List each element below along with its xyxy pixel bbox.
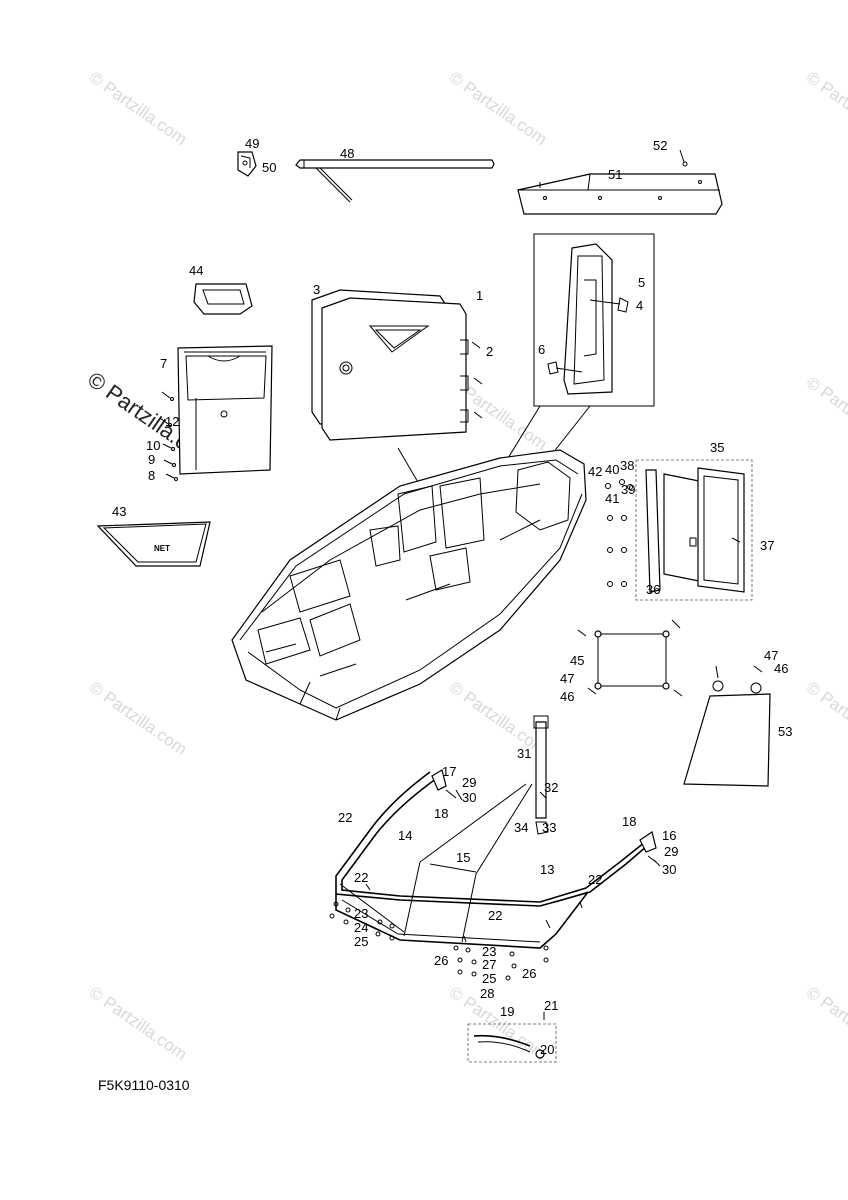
callout-26: 26 — [522, 966, 536, 981]
part-clip-49[interactable] — [237, 151, 257, 177]
callout-12: 12 — [165, 414, 179, 429]
callout-39: 39 — [621, 482, 635, 497]
part-fasteners-8-12[interactable] — [159, 391, 178, 481]
callout-25: 25 — [482, 971, 496, 986]
part-hatch-assembly-35[interactable] — [605, 459, 753, 601]
callout-18: 18 — [434, 806, 448, 821]
watermark: © Partzilla.com — [446, 68, 551, 149]
callout-48: 48 — [340, 146, 354, 161]
callout-labels: 49 50 48 52 51 44 3 1 2 5 4 6 7 12 10 9 … — [112, 136, 792, 1057]
callout-52: 52 — [653, 138, 667, 153]
callout-46: 46 — [560, 689, 574, 704]
callout-51: 51 — [608, 167, 622, 182]
callout-2: 2 — [486, 344, 493, 359]
callout-50: 50 — [262, 160, 276, 175]
boat-hull — [231, 449, 587, 721]
watermark: © Partzilla.com — [446, 678, 551, 759]
callout-42: 42 — [588, 464, 602, 479]
part-locker-door-1[interactable] — [311, 289, 483, 441]
callout-22: 22 — [354, 870, 368, 885]
callout-27: 27 — [482, 957, 496, 972]
watermark: © Partzilla.com — [803, 983, 848, 1064]
callout-1: 1 — [476, 288, 483, 303]
callout-22: 22 — [488, 908, 502, 923]
callout-22: 22 — [338, 810, 352, 825]
part-storage-bin-7[interactable] — [177, 345, 273, 475]
callout-41: 41 — [605, 491, 619, 506]
part-trim-19[interactable] — [467, 1012, 557, 1063]
callout-53: 53 — [778, 724, 792, 739]
callout-40: 40 — [605, 462, 619, 477]
callout-8: 8 — [148, 468, 155, 483]
callout-9: 9 — [148, 452, 155, 467]
callout-22: 22 — [588, 872, 602, 887]
callout-24: 24 — [354, 920, 368, 935]
part-panel-51[interactable] — [517, 149, 723, 215]
part-windshield-frame[interactable] — [335, 769, 661, 949]
watermark: © Partzilla.com — [446, 983, 551, 1064]
callout-13: 13 — [540, 862, 554, 877]
callout-47: 47 — [560, 671, 574, 686]
callout-35: 35 — [710, 440, 724, 455]
callout-45: 45 — [570, 653, 584, 668]
callout-32: 32 — [544, 780, 558, 795]
diagram-code: F5K9110-0310 — [98, 1077, 190, 1093]
part-rod-48[interactable] — [295, 159, 495, 203]
detail-inset-4-6 — [533, 233, 655, 407]
callout-46: 46 — [774, 661, 788, 676]
callout-25: 25 — [354, 934, 368, 949]
callout-26: 26 — [434, 953, 448, 968]
callout-38: 38 — [620, 458, 634, 473]
callout-29: 29 — [664, 844, 678, 859]
callout-49: 49 — [245, 136, 259, 151]
callout-4: 4 — [636, 298, 643, 313]
callout-23: 23 — [354, 906, 368, 921]
callout-34: 34 — [514, 820, 528, 835]
callout-20: 20 — [540, 1042, 554, 1057]
callout-23: 23 — [482, 944, 496, 959]
callout-30: 30 — [462, 790, 476, 805]
callout-21: 21 — [544, 998, 558, 1013]
part-tray-44[interactable] — [193, 283, 253, 315]
callout-15: 15 — [456, 850, 470, 865]
watermark: © Partzilla.com — [803, 678, 848, 759]
part-net-43[interactable]: NET — [96, 521, 211, 567]
watermark: © Partzilla.com — [86, 983, 191, 1064]
callout-30: 30 — [662, 862, 676, 877]
part-cover-45[interactable] — [577, 619, 763, 697]
callout-28: 28 — [480, 986, 494, 1001]
callout-44: 44 — [189, 263, 203, 278]
callout-19: 19 — [500, 1004, 514, 1019]
net-label: NET — [154, 544, 170, 553]
part-strap-31[interactable] — [533, 715, 549, 835]
part-hardware-23-28[interactable] — [329, 901, 549, 981]
callout-43: 43 — [112, 504, 126, 519]
callout-14: 14 — [398, 828, 412, 843]
watermark: © Partzilla.com — [803, 68, 848, 149]
callout-16: 16 — [662, 828, 676, 843]
watermark: © Partzilla.com — [86, 68, 191, 149]
part-panel-53[interactable] — [683, 680, 771, 787]
callout-5: 5 — [638, 275, 645, 290]
callout-7: 7 — [160, 356, 167, 371]
callout-10: 10 — [146, 438, 160, 453]
callout-33: 33 — [542, 820, 556, 835]
callout-37: 37 — [760, 538, 774, 553]
callout-3: 3 — [313, 282, 320, 297]
callout-17: 17 — [442, 764, 456, 779]
callout-31: 31 — [517, 746, 531, 761]
callout-6: 6 — [538, 342, 545, 357]
callout-47: 47 — [764, 648, 778, 663]
watermark: © Partzilla.com — [803, 373, 848, 454]
watermark: © Partzilla.com — [86, 678, 191, 759]
callout-29: 29 — [462, 775, 476, 790]
callout-18: 18 — [622, 814, 636, 829]
callout-36: 36 — [646, 582, 660, 597]
